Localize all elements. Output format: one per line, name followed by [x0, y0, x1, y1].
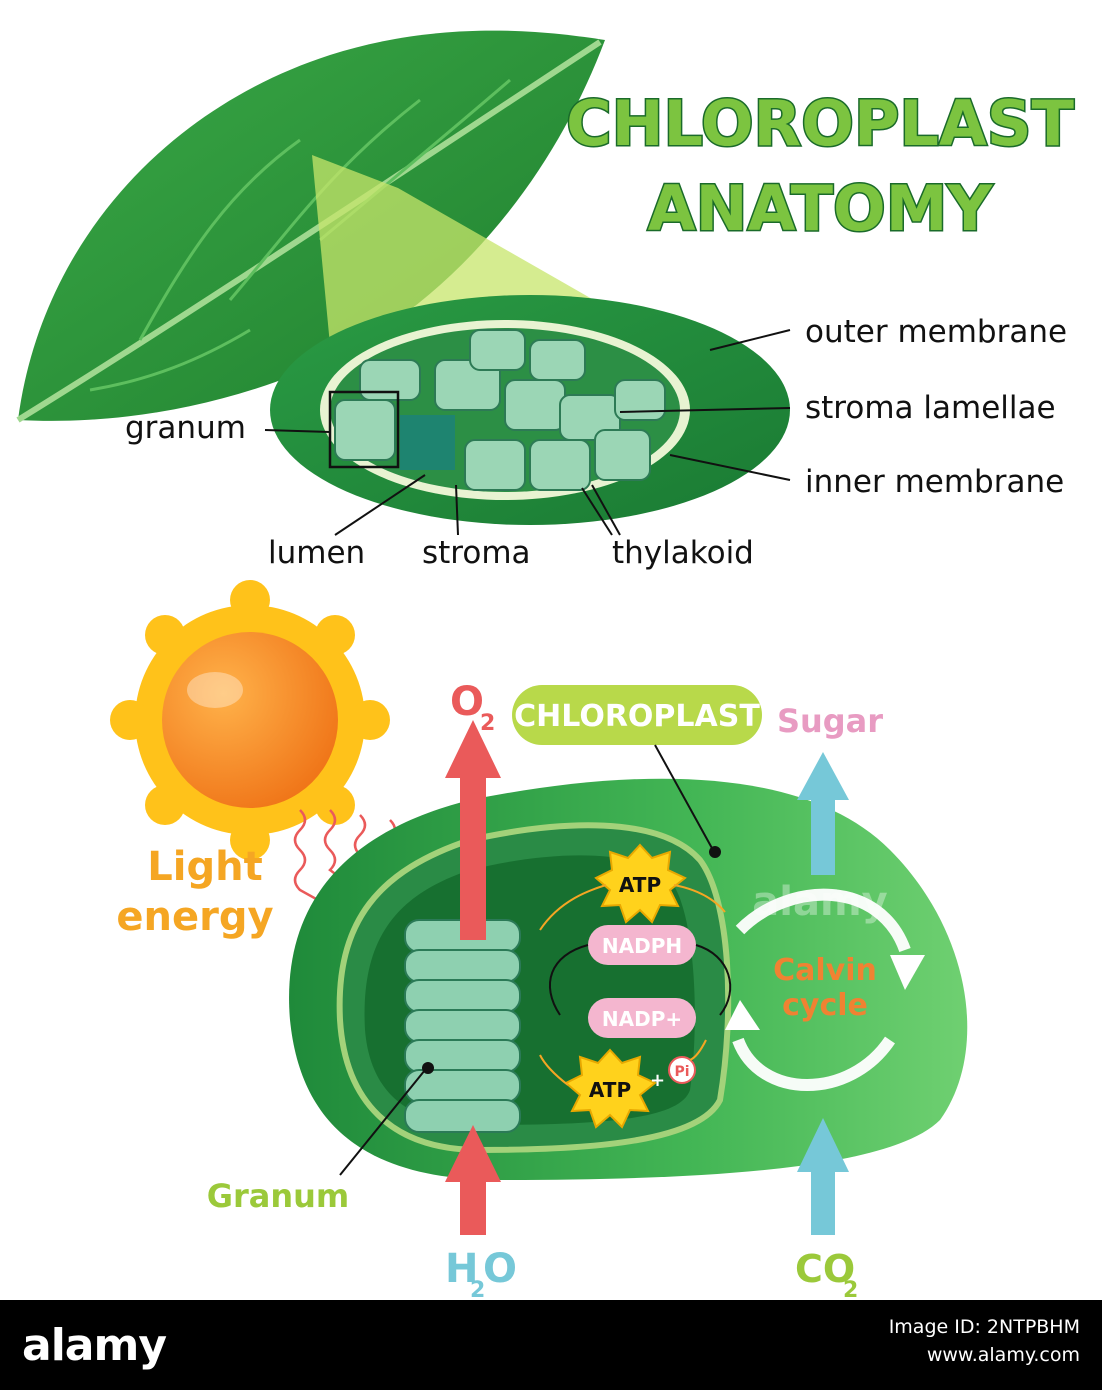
label-co2-sub: 2	[843, 1278, 858, 1300]
label-calvin: Calvin	[773, 953, 877, 988]
label-h2o-h: H	[445, 1246, 478, 1292]
pi-circle: Pi	[668, 1056, 696, 1084]
label-energy: energy	[116, 894, 273, 940]
brand-logo: alamy	[22, 1320, 167, 1371]
label-cycle: cycle	[782, 988, 868, 1023]
o2-arrow	[445, 720, 501, 940]
nadph-pill: NADPH	[588, 925, 696, 965]
nadph-cycle-arrows	[548, 944, 732, 1016]
label-inner-membrane: inner membrane	[805, 464, 1064, 500]
anatomy-leader-lines	[264, 329, 791, 536]
label-lumen: lumen	[268, 535, 365, 571]
sun-illustration	[110, 580, 390, 860]
label-o2: O	[450, 679, 484, 725]
h2o-arrow	[445, 1125, 501, 1235]
label-nadph: NADPH	[602, 934, 682, 958]
footer-bar: alamy Image ID: 2NTPBHM www.alamy.com	[0, 1300, 1102, 1390]
atp-bottom-burst: ATP	[564, 1048, 657, 1129]
diagram-canvas: CHLOROPLAST ANATOMY	[16, 30, 1076, 1300]
label-granum: granum	[125, 410, 246, 446]
label-plus: +	[650, 1070, 665, 1091]
granum-stack	[404, 919, 521, 1133]
chloroplast-pill: CHLOROPLAST	[512, 685, 762, 745]
label-o2-sub: 2	[480, 711, 495, 736]
title-line-1: CHLOROPLAST	[566, 87, 1074, 160]
label-atp-bottom: ATP	[589, 1078, 631, 1102]
label-stroma-lamellae: stroma lamellae	[805, 390, 1056, 426]
label-thylakoid: thylakoid	[612, 535, 754, 571]
label-chloroplast: CHLOROPLAST	[514, 699, 760, 734]
watermark: alamy	[752, 879, 887, 925]
label-granum-process: Granum	[207, 1177, 350, 1215]
nadp-plus-pill: NADP+	[588, 998, 696, 1038]
title: CHLOROPLAST ANATOMY	[565, 86, 1076, 247]
label-pi: Pi	[674, 1064, 689, 1080]
label-h2o-sub: 2	[470, 1278, 485, 1300]
label-atp-top: ATP	[619, 873, 661, 897]
label-co2: CO	[795, 1247, 855, 1291]
site-url: www.alamy.com	[926, 1344, 1080, 1366]
image-id: Image ID: 2NTPBHM	[888, 1316, 1080, 1338]
label-h2o-o: O	[483, 1246, 517, 1292]
footer-info: Image ID: 2NTPBHM www.alamy.com	[889, 1316, 1080, 1366]
label-outer-membrane: outer membrane	[805, 314, 1067, 350]
label-stroma: stroma	[422, 535, 531, 571]
sugar-arrow	[797, 752, 849, 875]
label-light: Light	[147, 844, 262, 890]
label-sugar: Sugar	[777, 702, 883, 740]
chloroplast-cross-section	[270, 295, 790, 525]
title-line-2: ANATOMY	[648, 172, 994, 245]
calvin-cycle-arrows	[732, 888, 911, 1091]
label-nadp-plus: NADP+	[602, 1007, 682, 1031]
co2-arrow	[797, 1118, 849, 1235]
atp-top-burst: ATP	[594, 843, 687, 924]
atp-flow-arrows	[539, 884, 726, 1086]
